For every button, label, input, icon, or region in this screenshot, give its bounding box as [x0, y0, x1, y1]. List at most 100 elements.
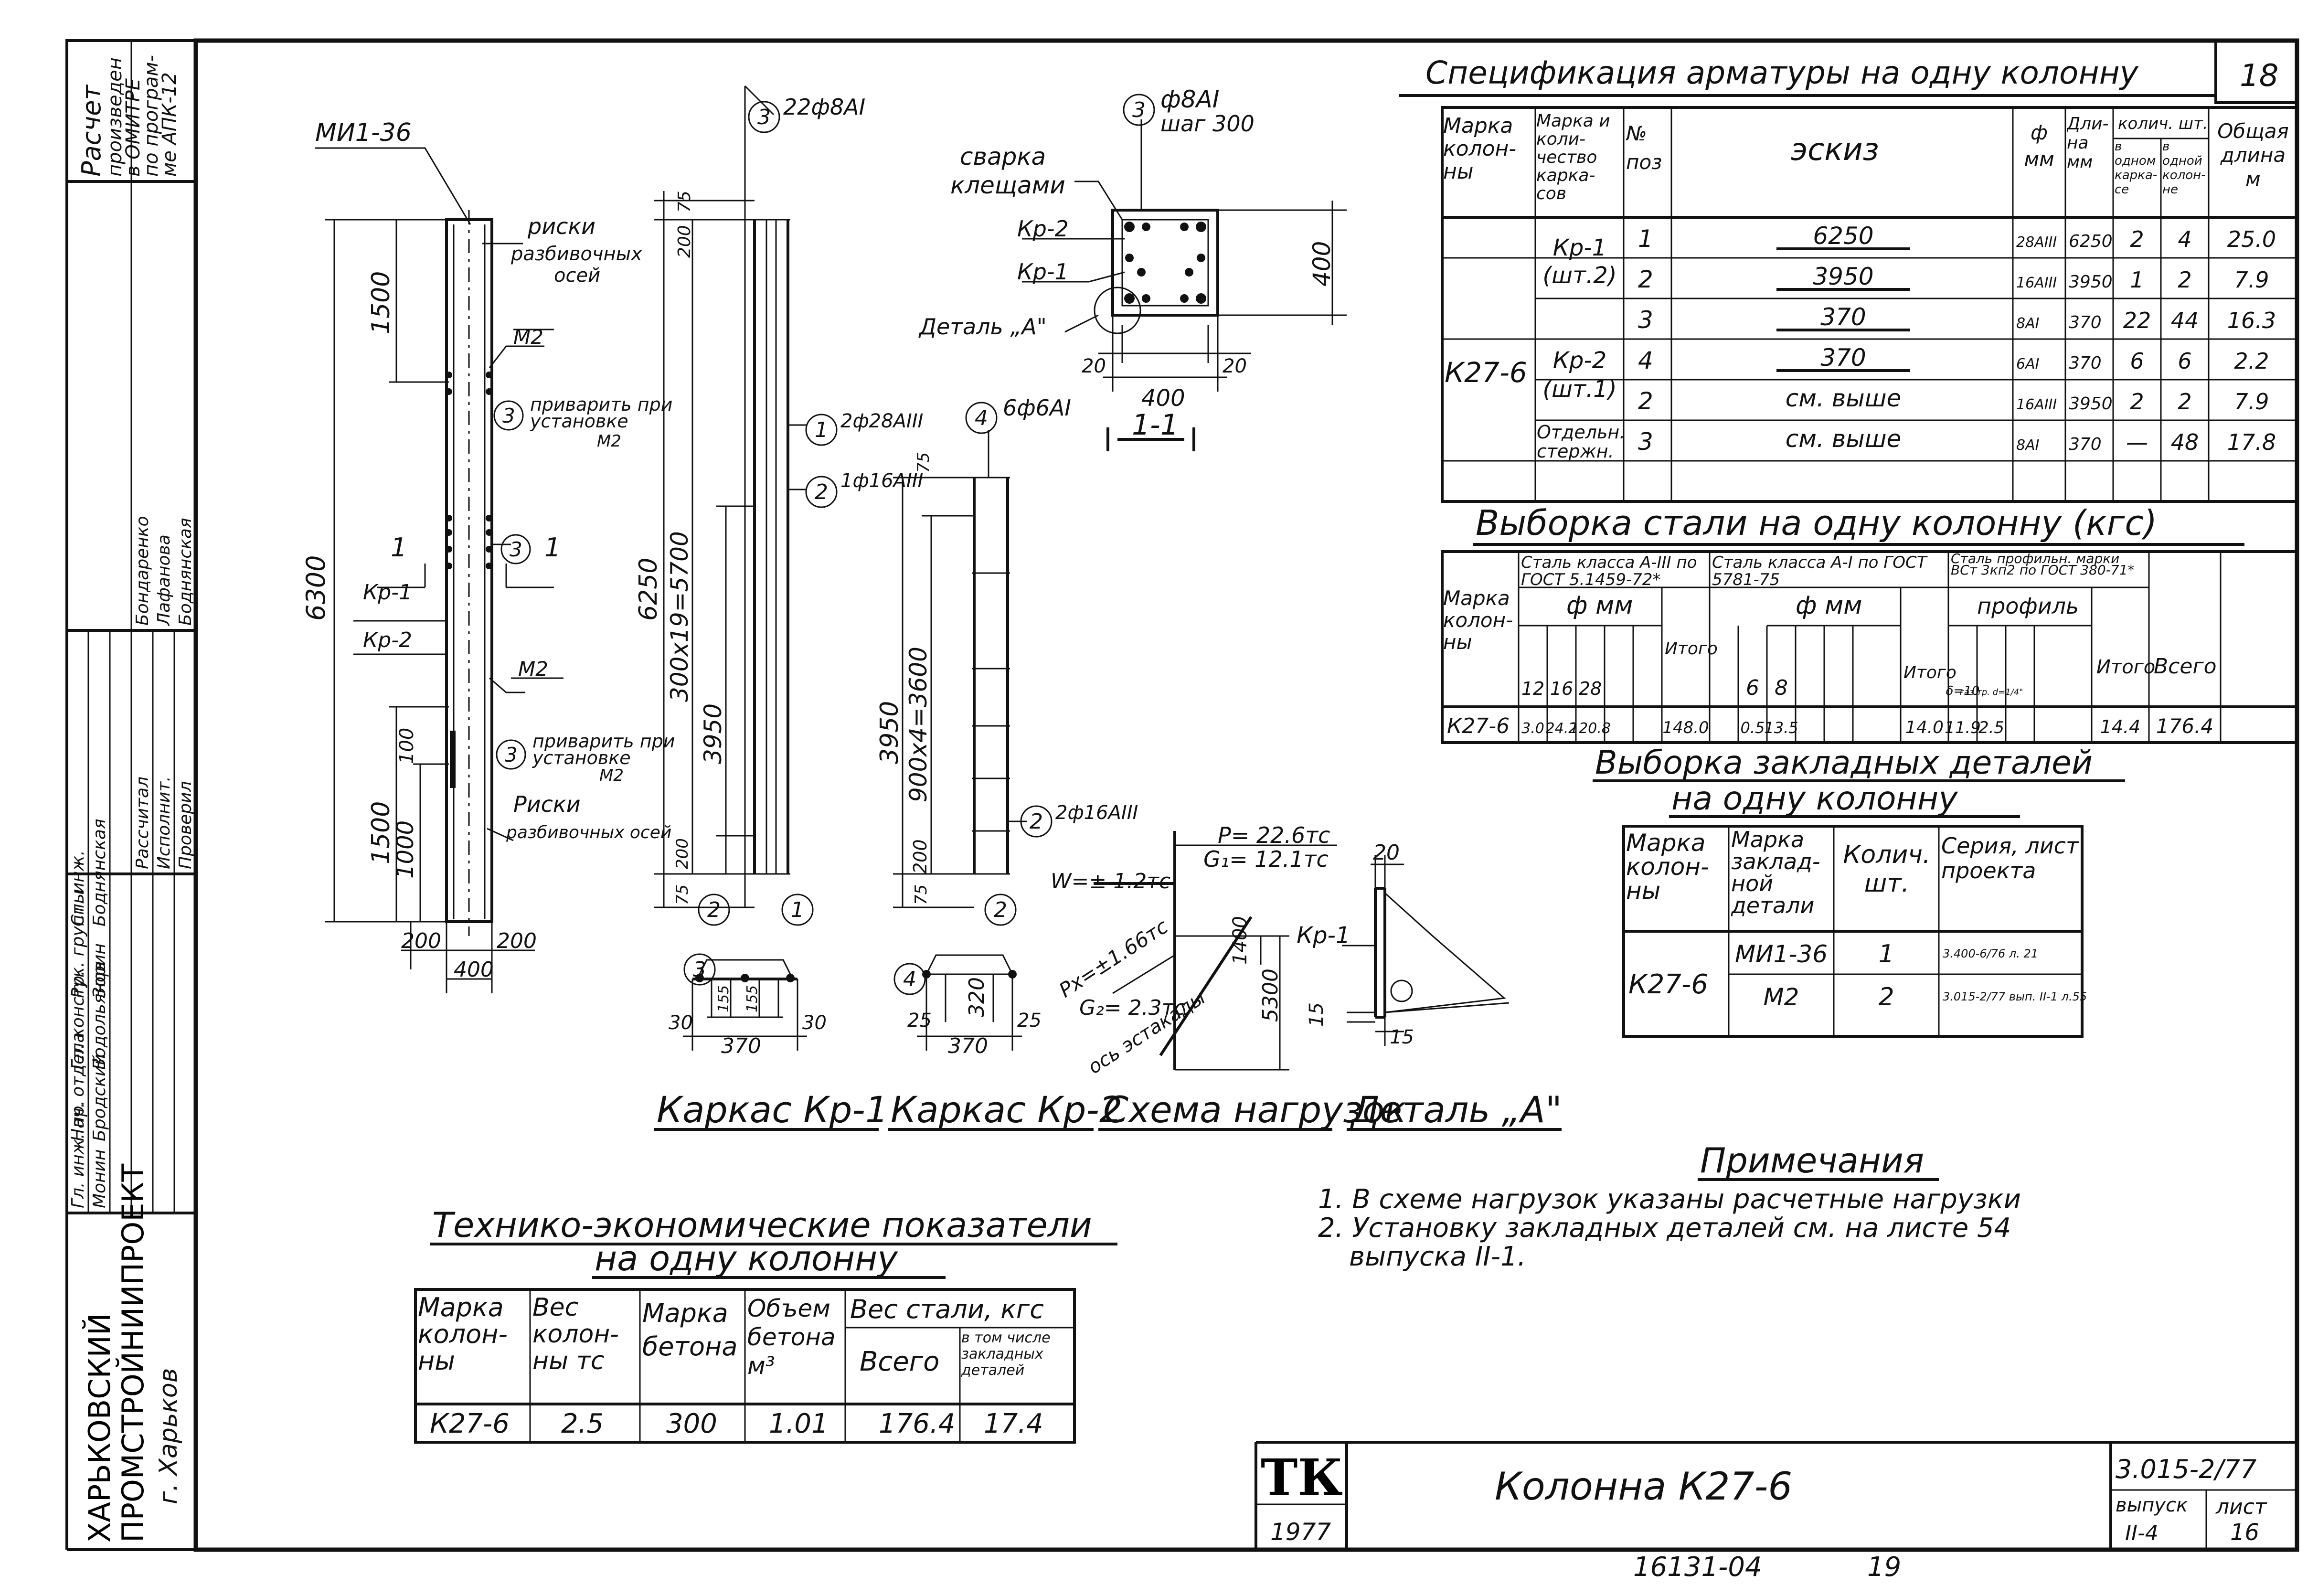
stamp-year: 1977: [1270, 1518, 1331, 1546]
org-name: ПРОМСТРОЙНИИПРОЕКТ: [116, 1163, 150, 1543]
dim-200: 200: [673, 838, 692, 869]
column-elevation: [315, 147, 564, 993]
name-label: Бондаренко: [133, 516, 152, 626]
spec-cell-total: 25.0: [2227, 226, 2276, 252]
label-ustanovke: установке: [532, 747, 631, 768]
tech-row: К27-6 2.5 300 1.01 176.4 17.4: [430, 1408, 1043, 1439]
steel-value: 120.8: [1570, 720, 1611, 737]
tech-header: Марка бетона: [642, 1298, 738, 1362]
tech-cell: 300: [666, 1408, 717, 1439]
spec-cell-in-frame: 1: [2130, 267, 2144, 293]
callout-circle: [748, 101, 780, 133]
label-m2: М2: [513, 325, 543, 349]
spec-group: Отдельн. стержн.: [1537, 423, 1623, 462]
dim-200: 200: [675, 225, 694, 258]
tech-title: на одну колонну: [595, 1238, 898, 1278]
dim-1500: 1500: [367, 801, 395, 864]
callout-2: 2: [1030, 809, 1043, 834]
side-note-line: произведен: [104, 57, 126, 177]
steel-profile: газ.тр. d=1/4": [1960, 687, 2023, 697]
label-kr2: Кр-2: [363, 628, 412, 652]
steel-itogo: 14.4: [2100, 716, 2141, 737]
steel-value: 2.5: [1978, 718, 2004, 737]
dim-3600: 900х4=3600: [904, 647, 932, 802]
sheet-frame: [65, 38, 2299, 1552]
label-kr1: Кр-1: [363, 580, 412, 605]
callout-circle: [805, 414, 838, 446]
dim-400: 400: [1141, 385, 1185, 412]
tech-table: Технико-экономические показатели на одну…: [414, 1205, 1117, 1444]
embedded-qty: 1: [1878, 940, 1894, 968]
callout-circle: [698, 894, 730, 926]
label-load-p: P= 22.6тс: [1218, 822, 1330, 848]
org-block: ХАРЬКОВСКИЙ ПРОМСТРОЙНИИПРОЕКТ г. Харько…: [82, 1163, 183, 1543]
callout-3: 3: [1132, 98, 1146, 122]
spec-cell-sketch: см. выше: [1786, 384, 1901, 412]
sheet-title: Колонна К27-6: [1495, 1464, 1792, 1509]
dim-3950: 3950: [699, 703, 727, 764]
name-label: Боднянская: [176, 518, 195, 626]
steel-header-itogo: Итого: [1903, 663, 1956, 682]
callout-circle: [984, 894, 1017, 926]
label-load-px: Pх=±1.66тс: [1055, 915, 1172, 1002]
spec-cell-poz: 1: [1638, 225, 1653, 253]
spec-cell-sketch: 370: [1820, 303, 1866, 331]
spec-header: колич. шт.: [2118, 114, 2208, 133]
tech-cell: 2.5: [561, 1408, 604, 1439]
dim-370: 370: [721, 1034, 761, 1058]
steel-header: Сталь класса А-III по ГОСТ 5.1459-72*: [1521, 554, 1697, 587]
spec-cell-in-frame: 2: [2130, 389, 2144, 415]
spec-cell-dia: 28АIII: [2016, 234, 2057, 251]
caption-load-scheme: Схема нагрузок: [1103, 1088, 1406, 1131]
callout-2: 2: [815, 480, 828, 504]
footer-code: 16131-04: [1633, 1552, 1762, 1583]
label-bars-1: 2ф28АIII: [840, 410, 923, 432]
callout-1: 1: [815, 418, 828, 442]
name-label: Монин: [90, 1149, 109, 1208]
spec-header: Дли-на мм: [2067, 115, 2109, 172]
label-weld-b: клещами: [950, 171, 1065, 199]
steel-title: Выборка стали на одну колонну (кгс): [1476, 503, 2157, 543]
label-m2-small: М2: [599, 766, 624, 785]
label-ustanovke: установке: [530, 411, 628, 432]
dim-1500: 1500: [367, 271, 395, 334]
tech-headers: Марка колон-ны Вес колон-ны тс Марка бет…: [418, 1294, 1051, 1380]
steel-header-profile: профиль: [1977, 593, 2079, 619]
dim-1000: 1000: [392, 820, 419, 879]
label-sec-step: шаг 300: [1160, 111, 1255, 137]
side-note-line: в ОМИТРЕ: [122, 78, 144, 177]
callout-circle: [965, 402, 998, 434]
caption-detail-a: Деталь „А": [1350, 1088, 1562, 1131]
dim-370: 370: [948, 1034, 988, 1058]
side-note: Расчет произведен в ОМИТРЕ по програм- м…: [76, 55, 181, 177]
section-title-1-1: 1-1: [1132, 408, 1179, 442]
steel-value: 11.9: [1945, 718, 1981, 737]
caption-kr1: Каркас Кр-1: [657, 1088, 888, 1131]
detail-a-labels: 20 Кр-1 15 15: [1297, 841, 1414, 1048]
spec-cell-len: 3950: [2069, 272, 2113, 292]
spec-header: Общая длина м: [2217, 119, 2289, 191]
embedded-header: Марка колон-ны: [1626, 831, 1710, 904]
tech-header: Марка колон-ны: [418, 1294, 508, 1376]
spec-cell-poz: 3: [1638, 428, 1653, 456]
role-label: Рук. группы: [68, 890, 88, 998]
dim-5300: 5300: [1258, 968, 1283, 1022]
dim-6300: 6300: [301, 555, 331, 621]
name-label: Лафанова: [154, 534, 174, 627]
spec-cell-dia: 6АI: [2016, 356, 2040, 372]
label-m2-small: М2: [597, 432, 621, 451]
frame-kr2-labels: 4 6ф6АI 75 3950 900х4=3600 200 75 2 2ф16…: [875, 395, 1138, 1058]
steel-header-vsego: Всего: [2154, 654, 2216, 679]
role-label: Рассчитал: [133, 777, 152, 869]
spec-cell-in-col: 44: [2171, 308, 2199, 333]
note-item: 2. Установку закладных деталей см. на ли…: [1318, 1213, 2011, 1244]
spec-cell-len: 370: [2069, 353, 2102, 373]
list-value: 16: [2230, 1519, 2259, 1546]
steel-diameter: 8: [1775, 676, 1788, 700]
name-label: Боднянская: [90, 819, 109, 926]
spec-cell-len: 3950: [2069, 394, 2113, 414]
